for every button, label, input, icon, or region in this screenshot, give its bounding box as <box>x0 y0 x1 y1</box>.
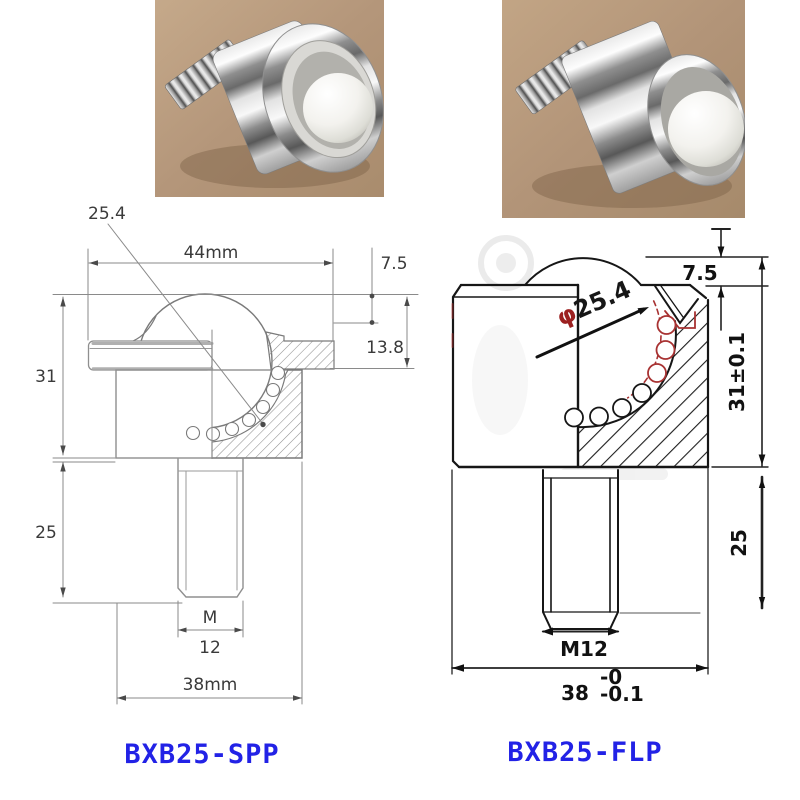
cup-section-hatch <box>211 369 303 459</box>
dim-thread-spec: M12 <box>560 637 608 661</box>
dim-body-width: 38 <box>561 681 589 705</box>
dim-tolerance-lower: -0.1 <box>600 682 644 706</box>
nylon-ball <box>668 91 744 167</box>
dim-ball-diameter: φ25.4 <box>552 275 635 332</box>
spp-technical-drawing: 25.4 44mm 7.5 13.8 31 25 M 12 38mm <box>35 204 419 705</box>
threaded-stud-outline <box>177 458 244 598</box>
dim-overall-height: 31±0.1 <box>725 332 749 412</box>
dimension-arrows <box>60 260 410 701</box>
leader-arrowhead <box>637 307 649 315</box>
housing-outline <box>451 257 710 469</box>
dim-ball-protrusion: 7.5 <box>682 261 717 285</box>
dimension-arrows <box>452 246 766 672</box>
nylon-ball <box>303 73 373 143</box>
cup-lip-curve <box>132 315 157 342</box>
dim-body-height: 31 <box>35 367 57 387</box>
threaded-stud-outline <box>542 469 619 630</box>
dim-body-width: 38mm <box>183 675 238 695</box>
dim-thread-length: 25 <box>35 523 57 543</box>
dim-tolerance-upper: -0 <box>600 665 622 689</box>
diameter-leader <box>535 307 646 359</box>
dim-overall-width: 44mm <box>184 243 239 263</box>
dim-flange-height: 13.8 <box>366 338 404 358</box>
section-hatch <box>578 298 708 467</box>
dim-thread-length: 25 <box>727 529 751 557</box>
model-label-flp: BXB25-FLP <box>507 737 662 768</box>
dimension-lines <box>451 228 769 675</box>
dim-ball-protrusion: 7.5 <box>380 254 407 274</box>
product-photo-spp <box>155 0 384 197</box>
dim-thread-diameter: 12 <box>199 638 221 658</box>
dim-thread-prefix: M <box>203 608 218 628</box>
model-label-spp: BXB25-SPP <box>124 739 279 770</box>
flp-technical-drawing: 7.5 φ25.4 31±0.1 25 M12 38 -0 -0.1 <box>451 228 769 706</box>
flange-plate <box>87 340 213 371</box>
bearing-balls <box>564 315 677 428</box>
dim-ball-diameter: 25.4 <box>88 204 126 224</box>
product-photo-flp <box>502 0 745 218</box>
flange-section-hatch <box>265 331 335 370</box>
bearing-balls <box>185 365 286 442</box>
